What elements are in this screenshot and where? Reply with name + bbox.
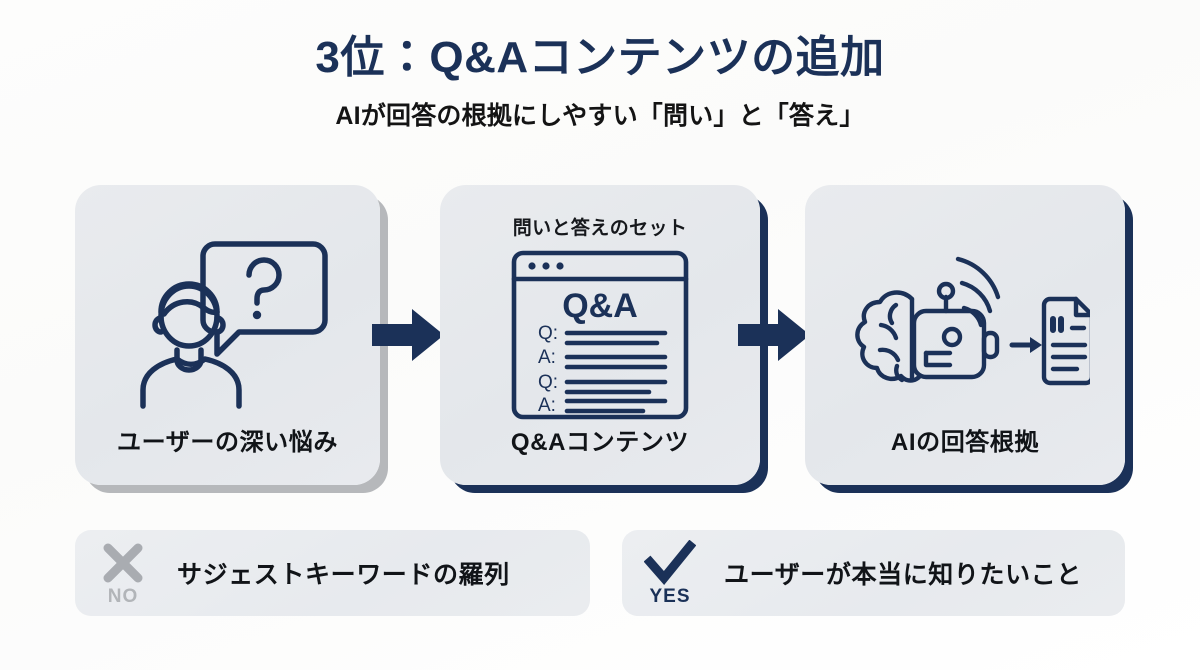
flow-card-label: Q&Aコンテンツ	[510, 429, 690, 456]
flow-card-user-problem[interactable]: ユーザーの深い悩み	[75, 185, 380, 485]
svg-text:Q&A: Q&A	[562, 287, 638, 325]
person-question-bubble-icon	[75, 225, 380, 415]
svg-text:Q:: Q:	[538, 372, 558, 393]
flow-card-qa-content[interactable]: 問いと答えのセット Q&A Q: A: Q	[440, 185, 760, 485]
flow-card-label: AIの回答根拠	[890, 429, 1040, 456]
page-subtitle: AIが回答の根拠にしやすい「問い」と「答え」	[335, 102, 865, 131]
comparison-text-no: サジェストキーワードの羅列	[177, 561, 510, 589]
flow-card-ai-basis[interactable]: AIの回答根拠	[805, 185, 1125, 485]
browser-qa-window-icon: Q&A Q: A: Q: A:	[440, 245, 760, 425]
comparison-bar-no[interactable]: NO サジェストキーワードの羅列	[75, 530, 590, 616]
yes-mark: YES	[622, 530, 718, 616]
page-title: 3位：Q&Aコンテンツの追加	[315, 33, 885, 82]
svg-text:Q:: Q:	[538, 323, 558, 344]
flow-card-caption: 問いと答えのセット	[512, 218, 688, 239]
yes-label: YES	[649, 585, 691, 607]
svg-text:A:: A:	[538, 347, 556, 368]
ai-brain-robot-document-icon	[805, 235, 1125, 430]
arrow-right-icon-1	[372, 308, 444, 367]
comparison-text-yes: ユーザーが本当に知りたいこと	[724, 561, 1082, 589]
flow-card-label: ユーザーの深い悩み	[117, 429, 338, 456]
no-label: NO	[107, 585, 139, 607]
comparison-bar-yes[interactable]: YES ユーザーが本当に知りたいこと	[622, 530, 1125, 616]
no-mark: NO	[75, 530, 171, 616]
arrow-right-icon-2	[738, 308, 810, 367]
svg-text:A:: A:	[538, 395, 556, 416]
page-header: 3位：Q&Aコンテンツの追加 AIが回答の根拠にしやすい「問い」と「答え」	[0, 33, 1200, 132]
cross-icon	[100, 541, 146, 585]
check-icon	[644, 539, 696, 585]
